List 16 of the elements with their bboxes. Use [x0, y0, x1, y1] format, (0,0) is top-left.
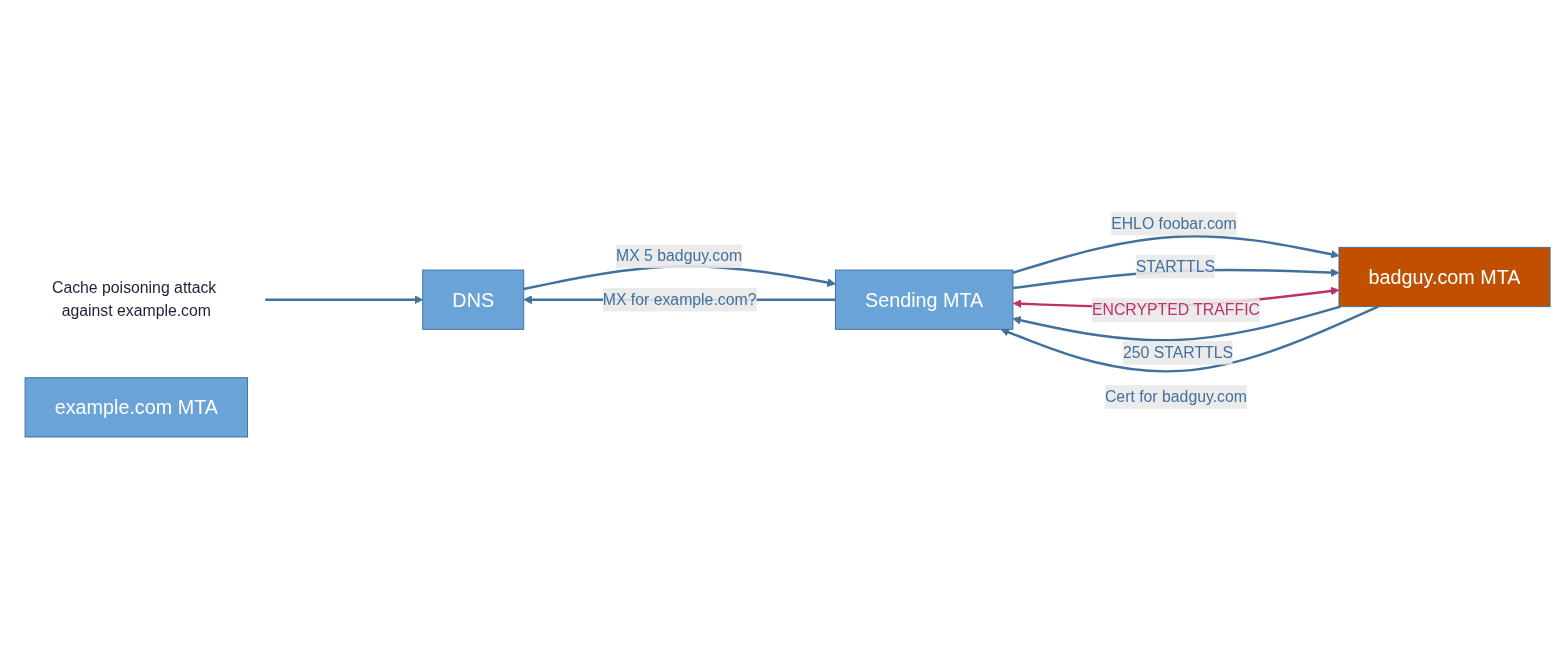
edge-label: MX 5 badguy.com: [616, 247, 743, 264]
arrow: [1012, 304, 1341, 342]
edge-label: MX for example.com?: [602, 290, 757, 308]
arrow: [264, 294, 424, 304]
node-text: Cache poisoning attack against example.com: [51, 278, 217, 319]
edge-label: STARTTLS: [1135, 257, 1215, 275]
arrow: [1000, 305, 1379, 373]
node-box: Sending MTA: [834, 269, 1014, 330]
node-box: badguy.com MTA: [1338, 246, 1551, 307]
node-box: example.com MTA: [24, 376, 249, 438]
edge-label: ENCRYPTED TRAFFIC: [1091, 300, 1260, 318]
edge-label: 250 STARTTLS: [1123, 343, 1234, 361]
node-box: DNS: [422, 269, 525, 330]
edge-label: Cert for badguy.com: [1104, 387, 1247, 405]
edge-label: EHLO foobar.com: [1111, 214, 1237, 232]
arrow: [1012, 234, 1340, 274]
